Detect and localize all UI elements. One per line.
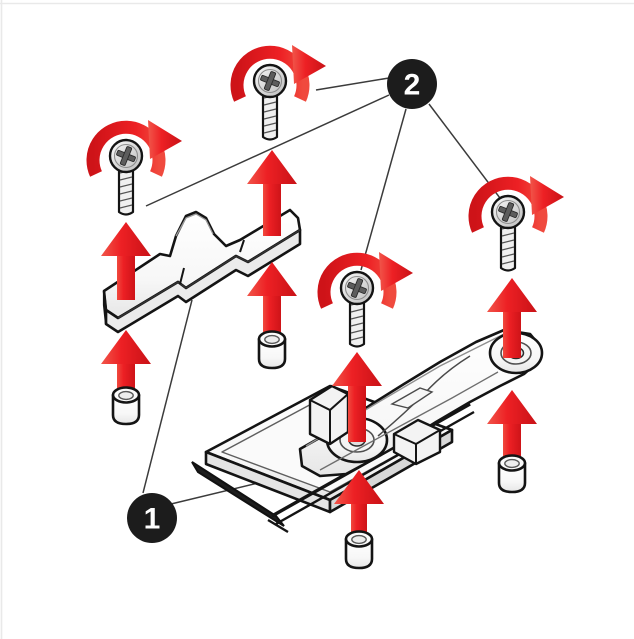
arrow-module-center-upper bbox=[332, 352, 382, 442]
standoff-right bbox=[497, 454, 527, 494]
callout-1[interactable]: 1 bbox=[127, 493, 177, 543]
callout-1-label: 1 bbox=[144, 503, 161, 536]
standoff-bottom bbox=[344, 530, 374, 570]
leader-2-to-screw-right bbox=[428, 103, 513, 215]
leader-2-to-screw-top-left bbox=[145, 94, 390, 207]
leader-2-to-screw-middle bbox=[360, 108, 407, 271]
standoff-far-left bbox=[111, 386, 141, 426]
callout-2-label: 2 bbox=[404, 69, 421, 102]
arrow-bracket-left-upper bbox=[101, 222, 151, 300]
leader-1-to-lower-bracket bbox=[170, 482, 259, 505]
leader-1-to-upper-bracket bbox=[142, 299, 193, 494]
callout-2[interactable]: 2 bbox=[387, 59, 437, 109]
leader-2-to-screw-top-mid bbox=[315, 77, 390, 91]
arrow-bracket-right-upper bbox=[247, 150, 297, 236]
upper-retention-bracket bbox=[102, 208, 302, 334]
arrow-bracket-right-lower bbox=[247, 262, 297, 342]
arrow-module-right-upper bbox=[487, 278, 537, 358]
leader-lines bbox=[142, 77, 513, 505]
arrow-module-right-lower bbox=[487, 390, 537, 466]
standoff-left-mid bbox=[257, 330, 287, 370]
